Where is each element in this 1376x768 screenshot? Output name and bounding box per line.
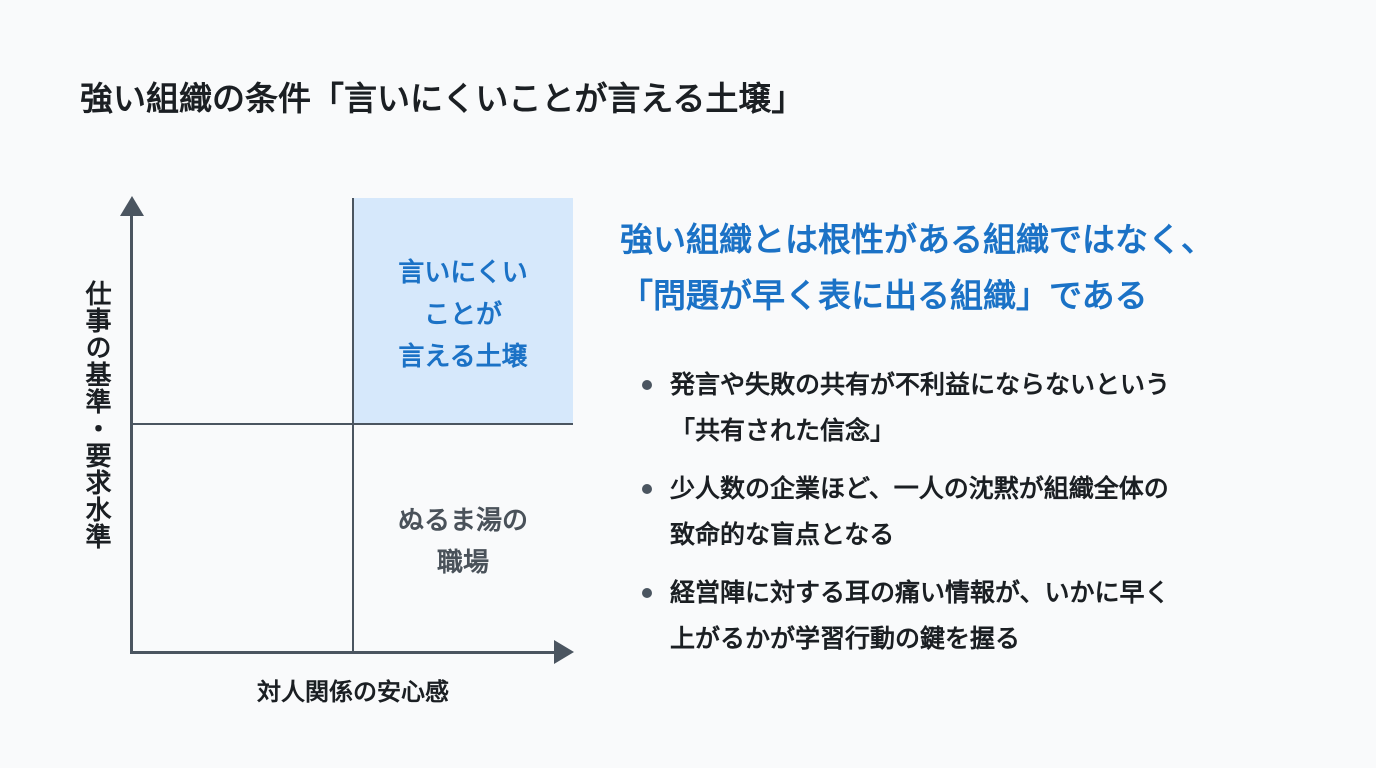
vertical-divider	[352, 198, 354, 652]
bullet-text: 経営陣に対する耳の痛い情報が、いかに早く 上がるかが学習行動の鍵を握る	[670, 578, 1170, 653]
quadrant-label-bottom-right: ぬるま湯の 職場	[397, 506, 528, 578]
y-axis-label: 仕事の基準・要求水準	[81, 280, 111, 550]
bullet-icon	[642, 588, 652, 598]
y-axis	[130, 212, 133, 654]
bullet-icon	[642, 484, 652, 494]
horizontal-divider	[131, 423, 573, 425]
x-axis	[130, 651, 558, 654]
bullet-text: 発言や失敗の共有が不利益にならないという 「共有された信念」	[670, 370, 1171, 445]
slide-title: 強い組織の条件「言いにくいことが言える土壌」	[80, 79, 805, 118]
key-message-heading: 強い組織とは根性がある組織ではなく、 「問題が早く表に出る組織」である	[620, 220, 1214, 315]
quadrant-label-top-right: 言いにくい ことが 言える土壌	[398, 258, 528, 372]
bullet-text: 少人数の企業ほど、一人の沈黙が組織全体の 致命的な盲点となる	[670, 474, 1169, 549]
x-axis-arrow-icon	[554, 640, 574, 664]
list-item: 少人数の企業ほど、一人の沈黙が組織全体の 致命的な盲点となる	[640, 466, 1170, 558]
list-item: 発言や失敗の共有が不利益にならないという 「共有された信念」	[640, 362, 1170, 454]
bullet-list: 発言や失敗の共有が不利益にならないという 「共有された信念」 少人数の企業ほど、…	[640, 362, 1170, 674]
x-axis-label: 対人関係の安心感	[257, 678, 449, 706]
highlighted-quadrant	[353, 198, 573, 424]
bullet-icon	[642, 380, 652, 390]
list-item: 経営陣に対する耳の痛い情報が、いかに早く 上がるかが学習行動の鍵を握る	[640, 570, 1170, 662]
y-axis-arrow-icon	[120, 196, 144, 216]
